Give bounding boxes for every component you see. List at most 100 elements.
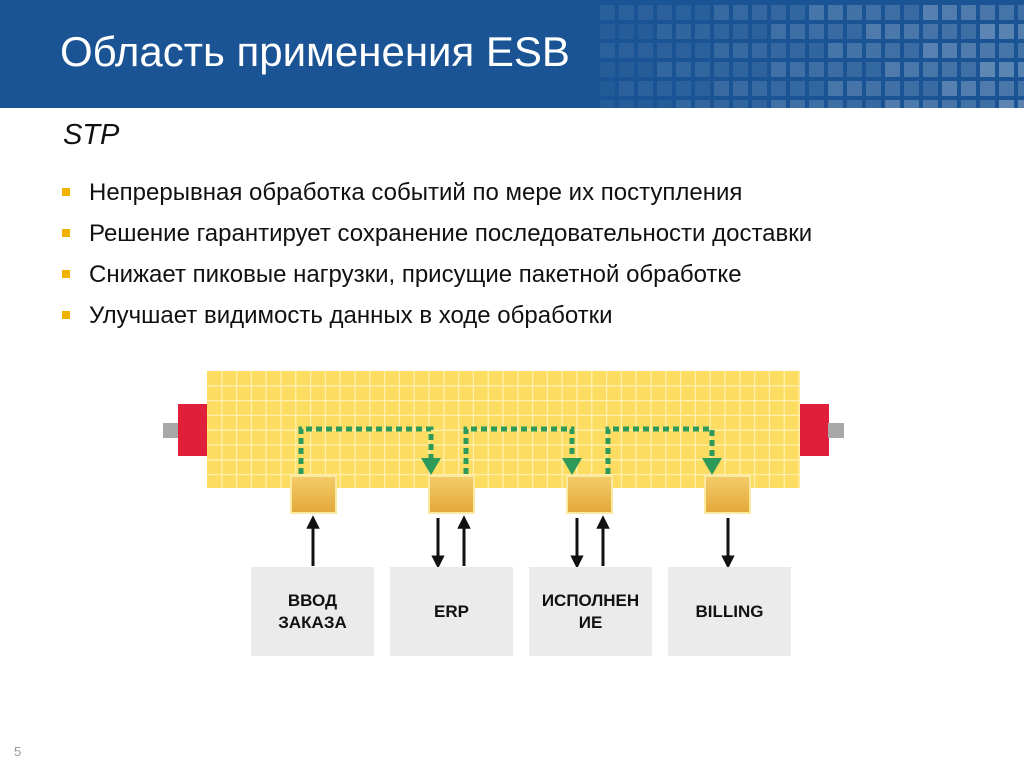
system-label: BILLING <box>695 601 764 621</box>
header-pattern-square <box>752 5 767 20</box>
header-pattern-square <box>923 100 938 108</box>
header-pattern-square <box>695 5 710 20</box>
header-pattern-square <box>885 62 900 77</box>
header-band <box>0 0 1024 108</box>
header-pattern-square <box>866 43 881 58</box>
bus-endcap-right-stub <box>828 423 844 438</box>
header-pattern-square <box>961 62 976 77</box>
header-pattern-square <box>752 43 767 58</box>
header-pattern-square <box>790 43 805 58</box>
bus-endcap-right <box>799 404 829 456</box>
header-pattern-square <box>980 43 995 58</box>
header-pattern-square <box>619 24 634 39</box>
adapter-erp <box>428 475 475 514</box>
header-pattern-square <box>695 62 710 77</box>
header-pattern-square <box>1018 43 1024 58</box>
header-pattern-square <box>733 5 748 20</box>
route-arrow-icon <box>421 458 441 475</box>
header-pattern-square <box>695 81 710 96</box>
header-pattern-square <box>733 43 748 58</box>
header-pattern-square <box>771 81 786 96</box>
header-pattern-square <box>828 62 843 77</box>
header-pattern-square <box>809 24 824 39</box>
header-pattern-square <box>942 24 957 39</box>
header-pattern-square <box>904 81 919 96</box>
header-pattern-square <box>695 100 710 108</box>
header-pattern-square <box>923 43 938 58</box>
header-pattern-square <box>980 81 995 96</box>
header-pattern-square <box>600 24 615 39</box>
header-pattern-square <box>828 81 843 96</box>
header-pattern-square <box>1018 100 1024 108</box>
header-pattern-square <box>600 100 615 108</box>
header-pattern-square <box>961 5 976 20</box>
header-pattern-square <box>771 62 786 77</box>
system-label: ВВОД ЗАКАЗА <box>278 590 347 632</box>
header-pattern-square <box>619 81 634 96</box>
header-pattern-square <box>790 62 805 77</box>
header-pattern-square <box>638 24 653 39</box>
header-pattern-square <box>714 100 729 108</box>
header-pattern-square <box>885 81 900 96</box>
header-pattern-square <box>904 24 919 39</box>
header-pattern-square <box>999 24 1014 39</box>
header-pattern-square <box>847 43 862 58</box>
header-pattern-square <box>809 5 824 20</box>
header-pattern-square <box>904 62 919 77</box>
bullet-item: Непрерывная обработка событий по мере их… <box>62 175 812 216</box>
header-background <box>0 0 1024 108</box>
header-pattern-square <box>695 24 710 39</box>
header-pattern-square <box>809 62 824 77</box>
header-pattern-square <box>733 62 748 77</box>
header-pattern-square <box>980 5 995 20</box>
header-pattern-square <box>600 43 615 58</box>
bullet-marker <box>62 311 70 319</box>
header-pattern-square <box>790 81 805 96</box>
route-arrow-icon <box>562 458 582 475</box>
header-pattern-square <box>695 43 710 58</box>
slide-title: Область применения ESB <box>60 28 570 75</box>
header-pattern-square <box>676 43 691 58</box>
header-pattern-square <box>828 43 843 58</box>
header-pattern-square <box>752 62 767 77</box>
bullet-item: Улучшает видимость данных в ходе обработ… <box>62 298 812 339</box>
header-pattern-square <box>942 43 957 58</box>
header-pattern-square <box>847 24 862 39</box>
header-pattern-square <box>999 100 1014 108</box>
header-pattern-square <box>771 100 786 108</box>
system-label: ИСПОЛНЕН ИЕ <box>541 590 640 632</box>
header-pattern-square <box>619 43 634 58</box>
header-pattern-square <box>828 100 843 108</box>
header-pattern-square <box>828 24 843 39</box>
header-pattern-square <box>714 43 729 58</box>
header-pattern-square <box>999 62 1014 77</box>
header-pattern-square <box>771 24 786 39</box>
page-number: 5 <box>14 744 22 759</box>
header-pattern-square <box>771 5 786 20</box>
header-pattern-square <box>657 100 672 108</box>
bullet-list: Непрерывная обработка событий по мере их… <box>62 175 812 339</box>
system-fulfillment: ИСПОЛНЕН ИЕ <box>529 567 652 656</box>
header-pattern-square <box>961 43 976 58</box>
header-pattern-square <box>752 100 767 108</box>
header-pattern-square <box>676 62 691 77</box>
header-pattern-square <box>733 81 748 96</box>
header-pattern-square <box>999 5 1014 20</box>
header-pattern-square <box>885 43 900 58</box>
header-pattern-square <box>752 24 767 39</box>
header-pattern-square <box>999 43 1014 58</box>
header-pattern-square <box>828 5 843 20</box>
header-pattern-square <box>657 62 672 77</box>
header-pattern-square <box>676 24 691 39</box>
route-1 <box>298 426 434 474</box>
header-pattern-square <box>790 24 805 39</box>
header-pattern-square <box>600 5 615 20</box>
header-pattern-square <box>866 81 881 96</box>
header-pattern-square <box>847 100 862 108</box>
bullet-item: Снижает пиковые нагрузки, присущие пакет… <box>62 257 812 298</box>
header-pattern-square <box>600 62 615 77</box>
bullet-text: Непрерывная обработка событий по мере их… <box>89 179 743 206</box>
header-pattern-square <box>676 5 691 20</box>
header-pattern-square <box>885 24 900 39</box>
